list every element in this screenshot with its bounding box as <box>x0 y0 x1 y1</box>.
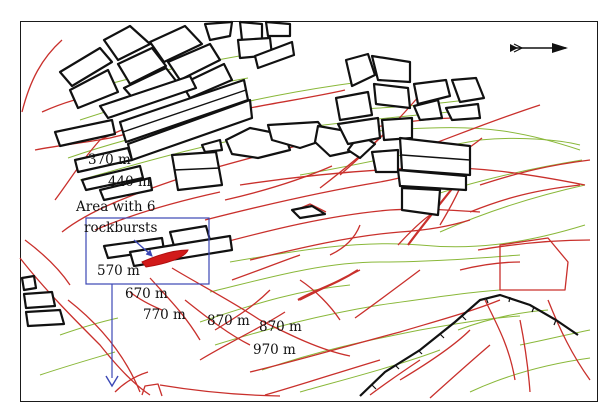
haulage-line <box>359 293 579 397</box>
fault-lines <box>19 39 591 399</box>
depth-label-440: 440 m <box>108 174 151 190</box>
depth-label-870-a: 870 m <box>207 313 250 329</box>
depth-label-370: 370 m <box>88 152 131 168</box>
pointer-arrow-icon <box>133 239 151 255</box>
depth-label-970: 970 m <box>253 342 296 358</box>
north-arrow-icon <box>510 43 568 53</box>
annotation-line-2: rockbursts <box>84 220 157 236</box>
annotation-line-1: Area with 6 <box>75 199 155 215</box>
rockburst-zone <box>141 249 189 268</box>
leader-arrow-icon <box>105 375 119 388</box>
rockburst-area-box <box>85 217 210 285</box>
depth-label-770: 770 m <box>143 307 186 323</box>
depth-label-670: 670 m <box>125 286 168 302</box>
mine-blocks <box>20 20 486 328</box>
depth-label-870-b: 870 m <box>259 319 302 335</box>
depth-label-570: 570 m <box>97 263 140 279</box>
map-frame <box>20 21 598 402</box>
